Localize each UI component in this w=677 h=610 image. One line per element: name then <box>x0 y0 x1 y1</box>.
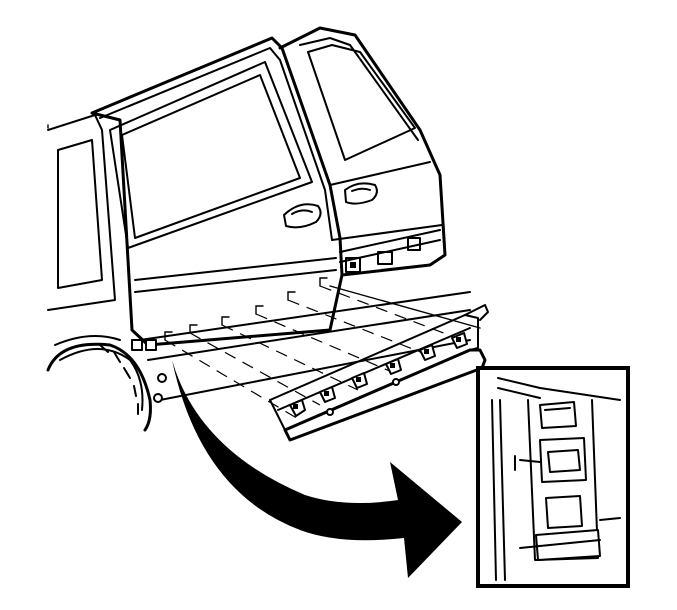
wheel-arch <box>46 335 167 432</box>
rear-quarter-panel <box>47 114 116 311</box>
front-door-clips <box>339 229 441 273</box>
door-clip-holes <box>164 277 328 341</box>
alignment-dashes <box>164 285 481 421</box>
callout-arrow <box>172 360 462 578</box>
sliding-door <box>90 36 344 347</box>
sliding-door-handle <box>283 203 322 229</box>
inset-detail <box>476 366 630 588</box>
molding-clips <box>289 332 468 417</box>
front-door-handle <box>344 182 378 205</box>
lower-body-molding <box>269 304 489 442</box>
front-door <box>278 26 447 277</box>
